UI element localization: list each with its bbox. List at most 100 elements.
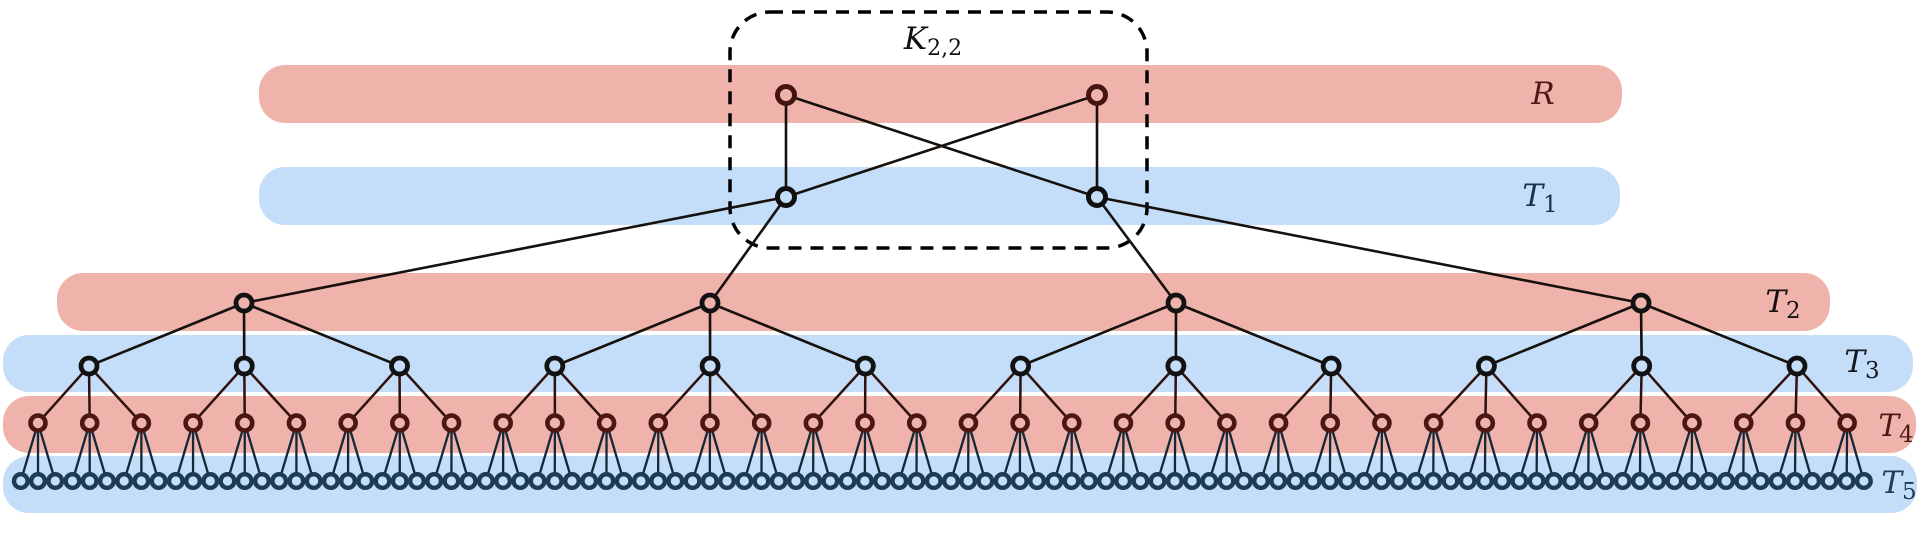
tree-edge-t4-t5-14 [243, 422, 264, 482]
tree-node-T4-24 [1268, 413, 1289, 433]
tree-node-T5-3 [63, 472, 82, 491]
tree-edge-t4-t5-33 [588, 422, 608, 482]
tree-node-T4-17 [906, 413, 927, 433]
tree-node-T5-37 [649, 472, 668, 491]
tree-edge-t2-t3-2 [243, 301, 401, 368]
tree-node-T5-95 [1648, 472, 1667, 491]
tree-edge-t4-t5-104 [1794, 422, 1814, 482]
tree-node-T5-78 [1355, 472, 1374, 491]
tree-node-T5-99 [1717, 472, 1736, 491]
tree-node-T3-6 [1010, 355, 1032, 377]
tree-node-T5-6 [115, 472, 134, 491]
tree-node-T5-67 [1165, 472, 1184, 491]
band-label-T2: T2 [1765, 284, 1800, 325]
tree-edge-t4-t5-80 [1380, 422, 1400, 482]
tree-edge-t4-t5-32 [553, 422, 574, 482]
tree-edge-t4-t5-17 [295, 422, 315, 482]
tree-node-T4-1 [79, 413, 100, 433]
tree-edge-t4-t5-35 [605, 422, 625, 482]
tree-node-T5-55 [959, 472, 978, 491]
tree-edge-t3-t4-21 [1122, 365, 1177, 424]
tree-node-T4-5 [286, 413, 307, 433]
tree-node-T5-5 [97, 472, 116, 491]
tree-node-T5-82 [1424, 472, 1443, 491]
tree-edge-t4-t5-95 [1639, 422, 1659, 482]
tree-node-T5-69 [1200, 472, 1219, 491]
tree-node-T5-4 [80, 472, 99, 491]
tree-node-T5-102 [1768, 472, 1787, 491]
tree-node-T5-25 [442, 472, 461, 491]
tree-edge-t4-t5-23 [398, 422, 419, 482]
tree-node-T4-27 [1423, 413, 1444, 433]
tree-node-T5-13 [235, 472, 254, 491]
tree-edge-t3-t4-33 [1742, 365, 1798, 424]
tree-node-T5-22 [390, 472, 409, 491]
tree-node-T4-0 [28, 413, 48, 433]
tree-edge-t4-t5-93 [1621, 422, 1642, 482]
tree-node-T5-19 [339, 472, 358, 491]
tree-node-T5-53 [924, 472, 943, 491]
tree-node-T4-9 [493, 413, 514, 433]
tree-node-T3-2 [389, 355, 410, 377]
tree-node-T5-0 [11, 472, 30, 491]
tree-node-T5-66 [1148, 472, 1167, 491]
tree-node-T5-85 [1475, 472, 1494, 491]
k22-label: K2,2 [903, 21, 962, 62]
tree-edge-k22-bipartite-2 [785, 93, 1098, 199]
tree-node-T5-56 [976, 472, 995, 491]
layer-band-T1 [259, 167, 1620, 225]
tree-node-T4-11 [596, 413, 617, 433]
tree-node-T4-28 [1475, 413, 1496, 433]
tree-edge-t1-t2-2 [1095, 196, 1178, 304]
tree-node-T3-5 [854, 355, 876, 377]
tree-edge-t4-t5-56 [967, 422, 987, 482]
tree-edge-t4-t5-69 [1208, 422, 1228, 482]
tree-node-T3-8 [1320, 355, 1342, 377]
tree-node-T5-73 [1269, 472, 1288, 491]
tree-node-T5-33 [580, 472, 599, 491]
tree-node-T5-79 [1372, 472, 1391, 491]
tree-node-T5-107 [1854, 472, 1873, 491]
tree-node-T5-62 [1079, 472, 1098, 491]
tree-edge-t4-t5-6 [123, 422, 143, 482]
tree-node-T4-35 [1837, 413, 1857, 433]
tree-node-T5-39 [683, 472, 702, 491]
tree-node-T5-49 [855, 472, 874, 491]
tree-node-T5-10 [184, 472, 203, 491]
tree-node-T5-27 [476, 472, 495, 491]
tree-edge-t2-t3-0 [88, 301, 245, 368]
tree-edge-t2-t3-5 [709, 301, 866, 368]
tree-node-T5-50 [873, 472, 892, 491]
tree-node-T5-101 [1751, 472, 1770, 491]
tree-node-T5-9 [166, 472, 185, 491]
tree-edge-t3-t4-18 [967, 365, 1022, 424]
tree-edge-t4-t5-11 [191, 422, 212, 482]
tree-edge-t3-t4-17 [864, 365, 918, 424]
tree-node-T5-60 [1045, 472, 1064, 491]
band-label-T1: T1 [1522, 178, 1557, 219]
tree-edge-t2-t3-8 [1175, 301, 1332, 368]
tree-node-T4-32 [1682, 413, 1702, 433]
tree-node-T5-58 [1010, 472, 1029, 491]
tree-node-T5-18 [321, 472, 340, 491]
tree-edge-t4-t5-9 [174, 422, 195, 482]
tree-node-T1-0 [775, 186, 797, 208]
tree-edge-t4-t5-78 [1363, 422, 1384, 482]
tree-node-T5-89 [1544, 472, 1563, 491]
tree-node-T5-35 [614, 472, 633, 491]
tree-edge-t3-t4-14 [709, 365, 763, 424]
tree-node-T5-14 [252, 472, 271, 491]
tree-node-T5-57 [993, 472, 1012, 491]
tree-edge-t4-t5-12 [226, 422, 246, 482]
tree-node-T4-10 [545, 413, 565, 433]
tree-edge-t4-t5-81 [1414, 422, 1435, 482]
tree-edge-t4-t5-107 [1846, 422, 1865, 482]
tree-node-T5-31 [545, 472, 564, 491]
tree-node-T2-1 [699, 292, 721, 314]
tree-node-T5-75 [1303, 472, 1322, 491]
tree-node-T4-18 [958, 413, 979, 433]
tree-edge-t4-t5-60 [1053, 422, 1073, 482]
tree-node-T5-23 [407, 472, 426, 491]
tree-edge-t4-t5-90 [1569, 422, 1590, 482]
tree-edge-t2-t3-6 [1020, 301, 1177, 368]
